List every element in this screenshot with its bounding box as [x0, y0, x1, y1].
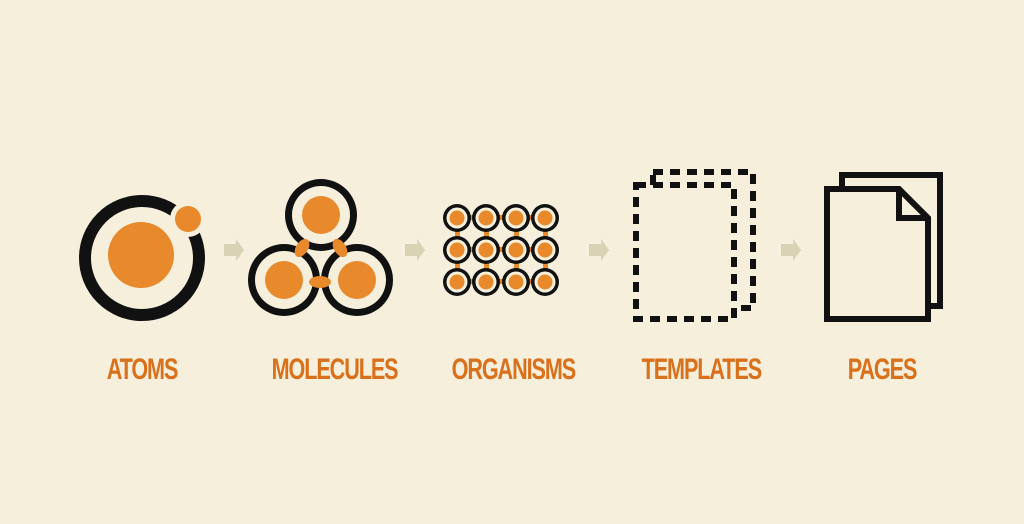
- organism-atom-core: [537, 274, 553, 290]
- molecule-bond: [332, 238, 348, 258]
- organism-atom: [531, 236, 559, 264]
- atom-outer-ring: [79, 195, 205, 321]
- organism-atom-core: [449, 210, 465, 226]
- pages-icon: [824, 172, 943, 322]
- stage-label-atoms: ATOMS: [106, 353, 179, 386]
- stage-label-molecules: MOLECULES: [271, 353, 399, 386]
- organism-atom-core: [449, 274, 465, 290]
- organism-atom: [502, 204, 530, 232]
- page-fold: [896, 189, 928, 221]
- organism-atom: [472, 268, 500, 296]
- organism-atom: [443, 236, 471, 264]
- organism-atom-core: [478, 210, 494, 226]
- organism-atom-core: [508, 210, 524, 226]
- organism-atom-core: [508, 242, 524, 258]
- organism-atom-core: [449, 242, 465, 258]
- stage-label-organisms: ORGANISMS: [451, 353, 577, 386]
- molecule-icon: [248, 179, 393, 316]
- organism-atom: [502, 236, 530, 264]
- organism-atom: [443, 268, 471, 296]
- arrow-icon: [224, 239, 244, 261]
- template-front-page: [633, 182, 737, 322]
- arrow-icon: [781, 239, 801, 261]
- organism-atom: [531, 204, 559, 232]
- organism-atom: [502, 268, 530, 296]
- organism-atom: [472, 236, 500, 264]
- arrow-icon: [405, 239, 425, 261]
- organism-atom-core: [478, 274, 494, 290]
- atom-electron: [175, 206, 201, 232]
- stage-label-templates: TEMPLATES: [641, 353, 763, 386]
- molecule-bond: [294, 238, 310, 258]
- organism-atom-core: [478, 242, 494, 258]
- organism-atom: [472, 204, 500, 232]
- atom-nucleus: [108, 222, 174, 288]
- molecule-bond: [309, 276, 331, 288]
- organism-atom-core: [508, 274, 524, 290]
- template-icon: [633, 169, 756, 322]
- organism-atom-core: [537, 242, 553, 258]
- organism-atom: [531, 268, 559, 296]
- organism-atom: [443, 204, 471, 232]
- page-front: [824, 186, 931, 322]
- organism-atom-core: [537, 210, 553, 226]
- arrow-icon: [589, 239, 609, 261]
- stage-label-pages: PAGES: [847, 353, 918, 386]
- organism-icon: [443, 204, 559, 296]
- atom-icon: [79, 195, 206, 321]
